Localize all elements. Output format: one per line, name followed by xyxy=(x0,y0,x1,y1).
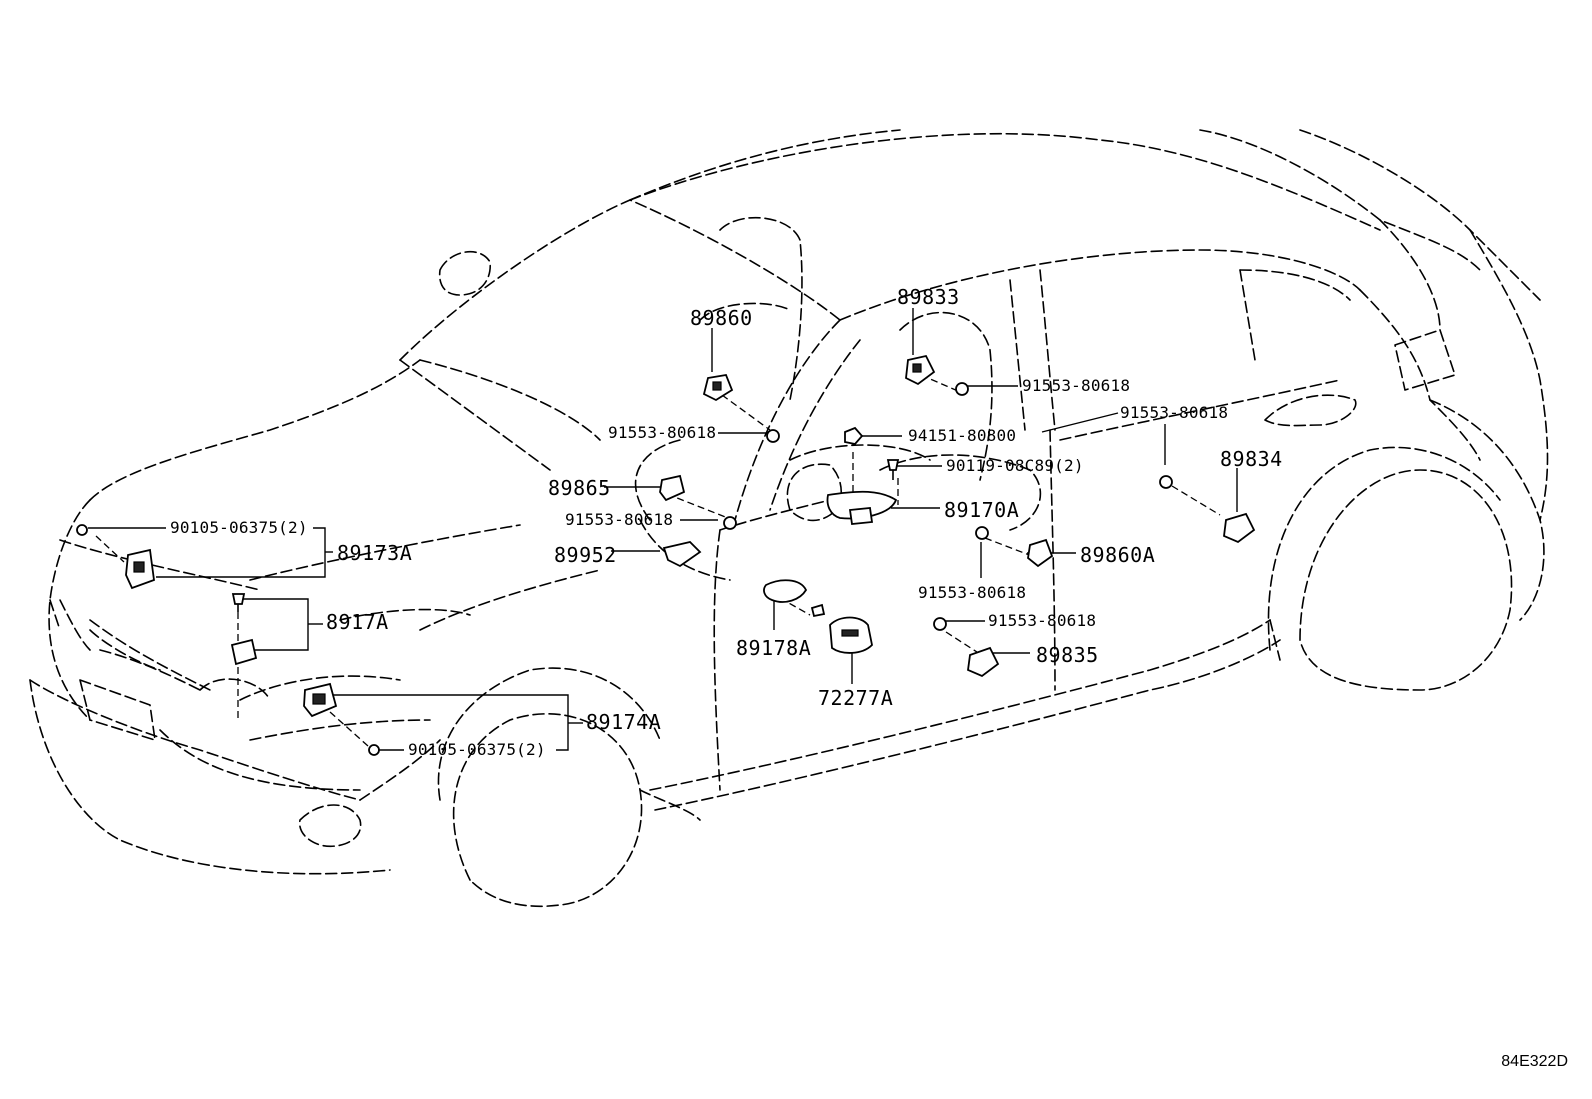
part-label-89952[interactable]: 89952 xyxy=(554,543,617,567)
part-label-90119-08c89[interactable]: 90119-08C89(2) xyxy=(946,456,1084,475)
part-label-94151-80800[interactable]: 94151-80800 xyxy=(908,426,1017,445)
part-label-91553-80618-f[interactable]: 91553-80618 xyxy=(988,611,1097,630)
part-label-90105-06375-b[interactable]: 90105-06375(2) xyxy=(408,740,546,759)
part-label-89860a[interactable]: 89860A xyxy=(1080,543,1156,567)
part-label-8917a[interactable]: 8917A xyxy=(326,610,389,634)
part-label-72277a[interactable]: 72277A xyxy=(818,686,894,710)
part-label-91553-80618-b[interactable]: 91553-80618 xyxy=(1120,403,1229,422)
part-label-91553-80618-a[interactable]: 91553-80618 xyxy=(1022,376,1131,395)
part-label-91553-80618-d[interactable]: 91553-80618 xyxy=(565,510,674,529)
part-label-89833[interactable]: 89833 xyxy=(897,285,960,309)
part-label-91553-80618-e[interactable]: 91553-80618 xyxy=(918,583,1027,602)
part-label-91553-80618-c[interactable]: 91553-80618 xyxy=(608,423,717,442)
part-label-89860[interactable]: 89860 xyxy=(690,306,753,330)
part-label-89174a[interactable]: 89174A xyxy=(586,710,662,734)
part-label-90105-06375-a[interactable]: 90105-06375(2) xyxy=(170,518,308,537)
part-label-89178a[interactable]: 89178A xyxy=(736,636,812,660)
part-label-89865[interactable]: 89865 xyxy=(548,476,611,500)
drawing-code: 84E322D xyxy=(1501,1053,1568,1070)
part-label-89834[interactable]: 89834 xyxy=(1220,447,1283,471)
part-label-89170a[interactable]: 89170A xyxy=(944,498,1020,522)
part-label-89173a[interactable]: 89173A xyxy=(337,541,413,565)
part-label-89835[interactable]: 89835 xyxy=(1036,643,1099,667)
